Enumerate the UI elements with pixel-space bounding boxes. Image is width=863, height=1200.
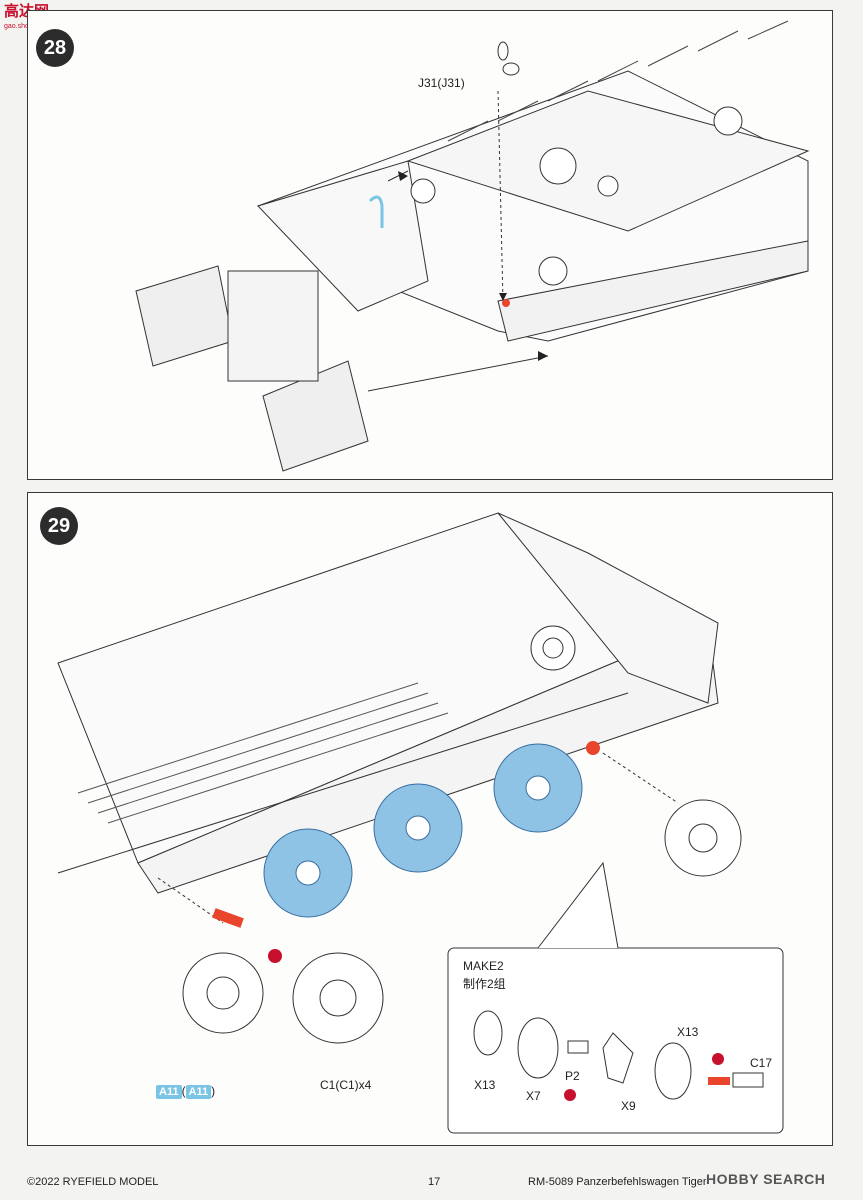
label-p2: P2 xyxy=(565,1069,580,1083)
arrowheads xyxy=(398,171,548,361)
leader-line xyxy=(157,877,224,924)
label-a11-paren-close: ) xyxy=(211,1084,216,1098)
rear-hub xyxy=(530,625,576,671)
hatch-3 xyxy=(597,175,619,197)
part-x13-right xyxy=(654,1042,692,1100)
hull-side xyxy=(137,622,719,894)
label-x13-left: X13 xyxy=(474,1078,496,1092)
rear-plate xyxy=(497,512,719,704)
idler-wheel xyxy=(664,799,742,877)
glue-icon xyxy=(712,1053,724,1065)
shackle-part-j31 xyxy=(497,41,520,76)
step-29-panel: 29 MAKE2 制作2组 X13 X7 P2 X9 X13 C17 C1(C1… xyxy=(27,492,833,1146)
part-x7 xyxy=(517,1017,559,1079)
front-glacis xyxy=(257,160,429,312)
step-29-drawing xyxy=(57,512,784,1134)
label-a11-second: A11 xyxy=(185,1085,212,1099)
leader-line xyxy=(497,90,504,302)
part-c17 xyxy=(732,1072,764,1088)
part-x9 xyxy=(602,1032,634,1084)
hub-2 xyxy=(538,256,568,286)
hull-top-deck xyxy=(406,90,810,232)
callout-pointer xyxy=(537,861,619,949)
part-x13-left xyxy=(473,1010,503,1056)
axle-red-rear xyxy=(586,741,600,755)
attach-point-red xyxy=(502,299,510,307)
sprocket-a11 xyxy=(182,952,264,1034)
make-subtitle: 制作2组 xyxy=(463,977,506,991)
leader-line xyxy=(602,752,679,804)
label-c17: C17 xyxy=(750,1056,773,1070)
stowage-box-right xyxy=(262,360,369,472)
step-28-panel: 28 J31(J31) xyxy=(27,10,833,480)
make-title: MAKE2 xyxy=(463,959,504,973)
leader-line xyxy=(387,170,409,182)
lower-hull-plate xyxy=(497,240,809,342)
hatch-1 xyxy=(539,147,577,185)
watermark-logo-bottom: HOBBY SEARCH xyxy=(706,1171,826,1187)
label-x9: X9 xyxy=(621,1099,636,1113)
glue-icon xyxy=(268,949,282,963)
part-label-j31: J31(J31) xyxy=(418,76,465,90)
label-c1: C1(C1)x4 xyxy=(320,1078,372,1092)
step-29-number: 29 xyxy=(40,507,78,545)
hatch-2 xyxy=(713,106,743,136)
hub-1 xyxy=(410,178,436,204)
label-x7: X7 xyxy=(526,1089,541,1103)
road-wheel-c1 xyxy=(292,952,384,1044)
glue-icon xyxy=(564,1089,576,1101)
suspension-arms xyxy=(447,20,789,142)
label-a11-group: A11(A11) xyxy=(156,1084,215,1099)
watermark-domain: gao.shou.com xyxy=(4,23,48,30)
axle-red-c17 xyxy=(708,1077,730,1085)
label-x13-right: X13 xyxy=(677,1025,699,1039)
shackle-blue xyxy=(368,195,384,228)
stowage-box-left xyxy=(135,265,234,367)
torsion-bars xyxy=(77,682,449,824)
leader-line xyxy=(367,355,549,392)
axle-red xyxy=(212,908,244,928)
footer-copyright: ©2022 RYEFIELD MODEL xyxy=(27,1176,159,1188)
step-28-number: 28 xyxy=(36,29,74,67)
label-a11-first: A11 xyxy=(156,1085,182,1099)
label-a11-paren-open: ( xyxy=(181,1084,186,1098)
exhaust-unit xyxy=(227,270,319,382)
hull-rail xyxy=(57,692,629,874)
step-28-drawing xyxy=(135,20,810,472)
part-p2 xyxy=(567,1040,589,1054)
footer-page-number: 17 xyxy=(428,1176,441,1188)
footer-product: RM-5089 Panzerbefehlswagen Tiger Ausf.E xyxy=(528,1176,706,1188)
